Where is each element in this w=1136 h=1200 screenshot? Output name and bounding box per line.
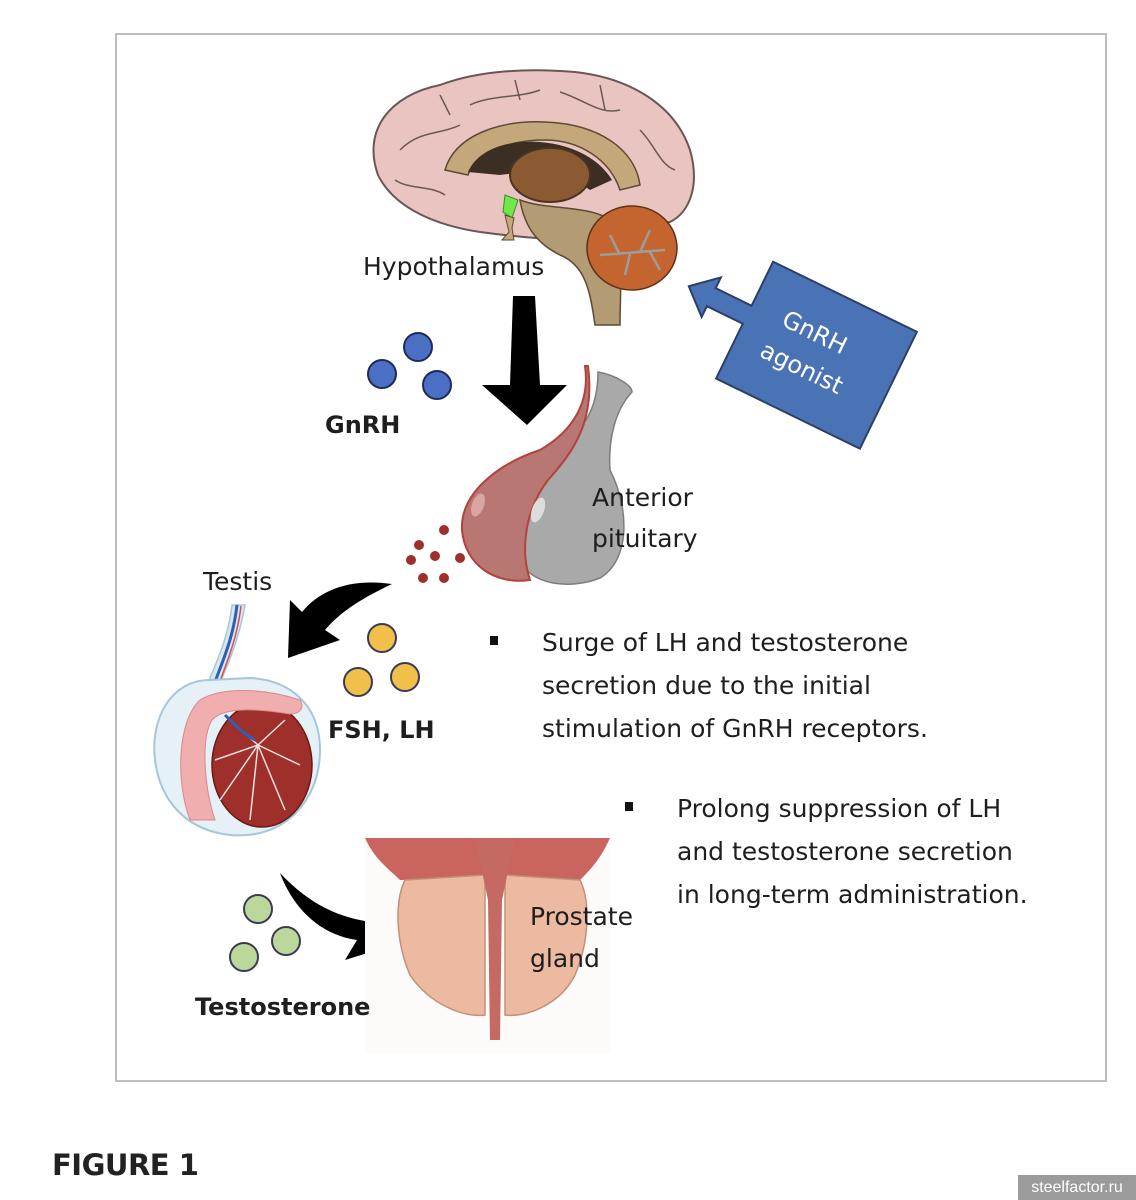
- fsh-lh-molecules: [343, 623, 420, 697]
- curved-arrow-to-testis: [288, 582, 392, 658]
- fsh-lh-label: FSH, LH: [328, 716, 435, 744]
- testosterone-molecule: [271, 926, 301, 956]
- bullet-square-icon: [490, 636, 498, 645]
- prostate-left-lobe: [397, 874, 486, 1017]
- fsh-lh-molecule: [367, 623, 397, 653]
- testosterone-label: Testosterone: [195, 993, 371, 1021]
- gnrh-molecule: [403, 332, 433, 362]
- brain-folds: [394, 79, 676, 196]
- gnrh-molecule: [422, 370, 452, 400]
- bullet-square-icon: [625, 802, 633, 811]
- bullet-line: stimulation of GnRH receptors.: [542, 714, 928, 743]
- watermark: steelfactor.ru: [1018, 1175, 1136, 1200]
- curved-arrow-to-prostate: [280, 873, 393, 960]
- down-arrow: [482, 296, 567, 425]
- bullet-line: secretion due to the initial: [542, 671, 871, 700]
- figure-caption: FIGURE 1: [52, 1148, 199, 1182]
- pituitary-stalk: [500, 214, 515, 241]
- prostate-illustration: [365, 838, 610, 1053]
- urethra: [475, 838, 515, 1040]
- gnrh-agonist-arrow: [687, 260, 919, 451]
- testosterone-molecules: [229, 894, 301, 972]
- epididymis: [180, 690, 303, 821]
- pituitary-illustration: [460, 365, 633, 585]
- anterior-pituitary-label-line1: Anterior: [592, 483, 693, 512]
- hypothalamus-label: Hypothalamus: [363, 252, 545, 281]
- brain-illustration: [372, 69, 695, 326]
- testosterone-molecule: [243, 894, 273, 924]
- bullet-line: and testosterone secretion: [677, 837, 1013, 866]
- gnrh-label: GnRH: [325, 411, 401, 439]
- pituitary-anterior: [460, 365, 591, 582]
- thalamus: [509, 147, 591, 203]
- secretion-dots: [406, 525, 465, 583]
- cerebellum-arbor: [599, 229, 666, 276]
- testis-illustration: [153, 604, 322, 837]
- bullet-line: Prolong suppression of LH: [677, 794, 1002, 823]
- cerebellum: [586, 205, 678, 291]
- prostate-label-line2: gland: [530, 944, 600, 973]
- testis-body: [211, 702, 313, 828]
- anterior-pituitary-label-line2: pituitary: [592, 524, 698, 553]
- bullet-line: Surge of LH and testosterone: [542, 628, 909, 657]
- testis-label: Testis: [203, 567, 273, 596]
- fsh-lh-molecule: [390, 662, 420, 692]
- fsh-lh-molecule: [343, 667, 373, 697]
- gnrh-molecules: [367, 332, 452, 400]
- bullet-line: in long-term administration.: [677, 880, 1028, 909]
- prostate-right-lobe: [504, 874, 588, 1017]
- testosterone-molecule: [229, 942, 259, 972]
- prostate-label-line1: Prostate: [530, 902, 633, 931]
- gnrh-molecule: [367, 359, 397, 389]
